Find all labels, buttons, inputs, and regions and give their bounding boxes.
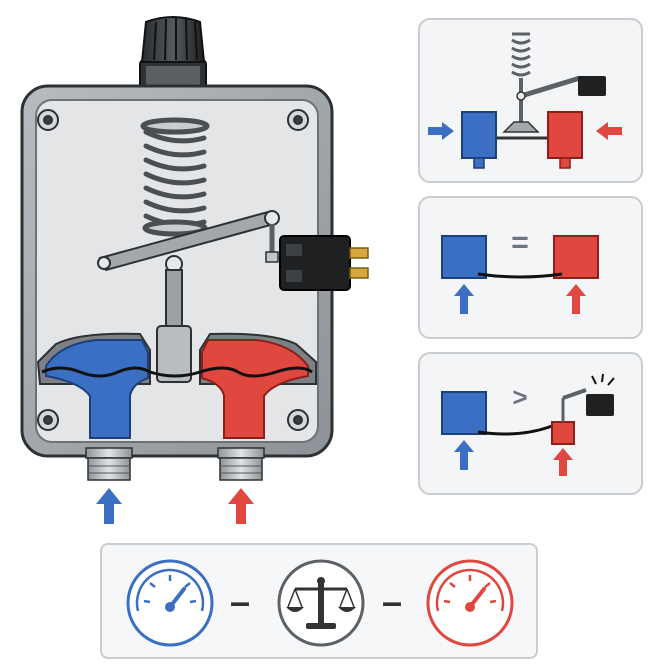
- lever-arm: [97, 210, 280, 273]
- switch-activated-icon: [591, 373, 615, 386]
- plunger: [156, 269, 192, 383]
- range-spring: [140, 117, 210, 237]
- legend-separator-right: –: [381, 581, 403, 622]
- low-pressure-inlet-arrow: [96, 488, 122, 524]
- greater-low-arrow: [454, 440, 474, 470]
- diaphragm: [41, 366, 313, 378]
- equal-low-arrow: [454, 284, 474, 314]
- balance-scale-icon: [277, 559, 365, 647]
- equal-high-arrow: [566, 284, 586, 314]
- high-pressure-chamber: [201, 339, 309, 439]
- legend-svg: [126, 559, 514, 647]
- equal-pressure-svg: [441, 235, 599, 314]
- microswitch: [279, 235, 369, 291]
- mechanism-overview-panel: [418, 18, 643, 183]
- greater-high-arrow: [553, 448, 573, 476]
- low-pressure-gauge-icon: [126, 559, 214, 647]
- high-pressure-port: [217, 447, 265, 481]
- overview-switch-icon: [578, 76, 606, 96]
- high-pressure-gauge-icon: [426, 559, 514, 647]
- diaphragm-chamber: [36, 332, 317, 439]
- low-pressure-port: [85, 447, 133, 481]
- low-pressure-chamber: [45, 339, 149, 439]
- overview-high-arrow: [596, 122, 622, 140]
- equal-operator: =: [511, 226, 529, 259]
- tripped-switch-icon: [586, 394, 614, 416]
- pressure-legend: – –: [100, 543, 538, 659]
- adjustment-knob: [139, 16, 207, 91]
- greater-pressure-panel: >: [418, 352, 643, 495]
- legend-separator-left: –: [229, 581, 251, 622]
- overview-low-arrow: [428, 122, 454, 140]
- greater-operator: >: [512, 382, 528, 412]
- equal-pressure-panel: =: [418, 196, 643, 339]
- corner-screws: [37, 109, 309, 431]
- greater-pressure-svg: [441, 373, 615, 476]
- high-pressure-inlet-arrow: [228, 488, 254, 524]
- mechanism-overview-svg: [428, 32, 622, 169]
